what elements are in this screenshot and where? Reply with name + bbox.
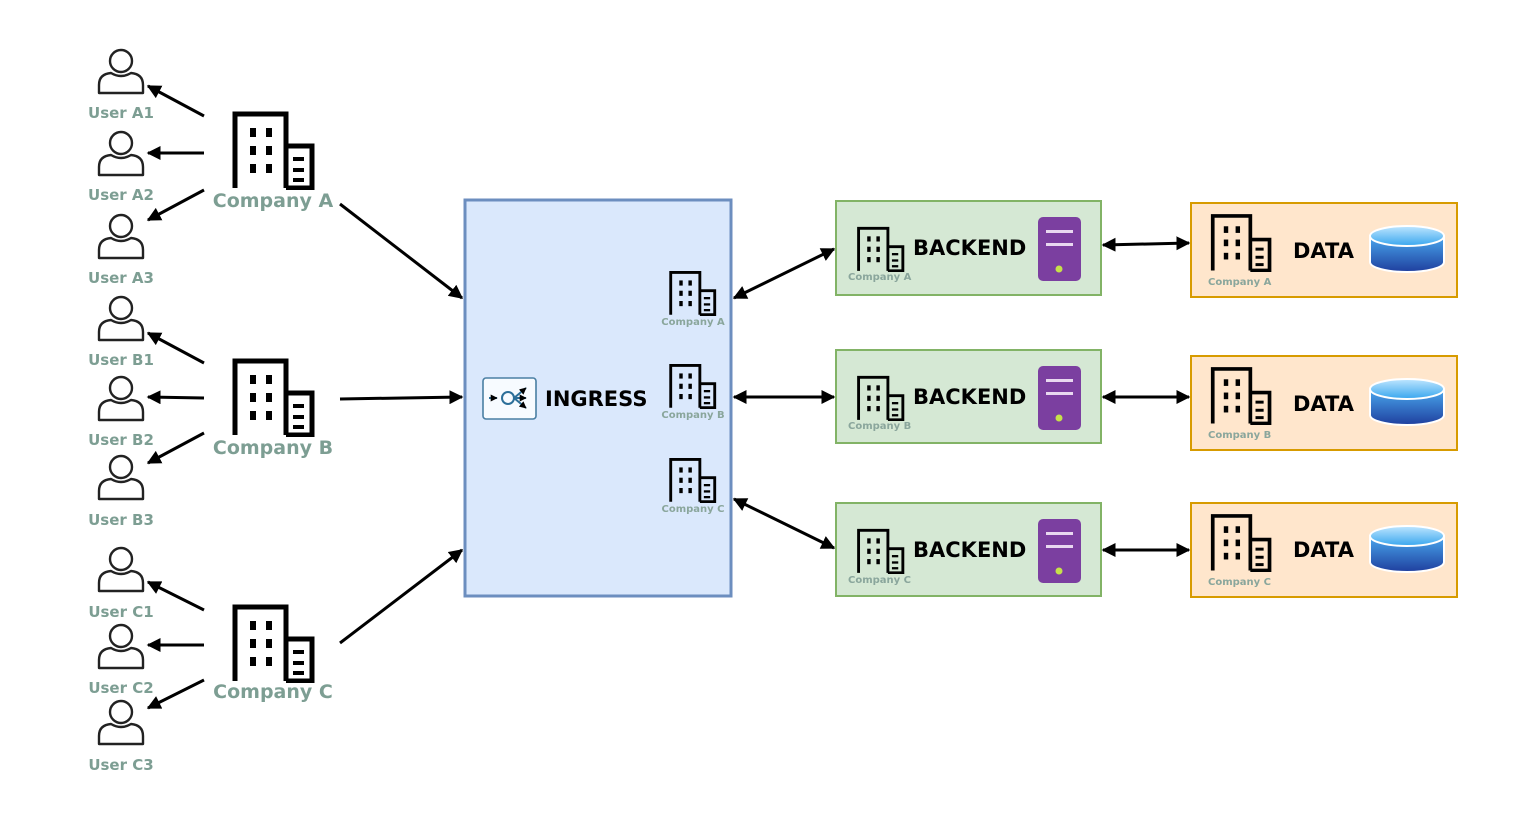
arrow bbox=[146, 390, 205, 405]
data-label: DATA bbox=[1293, 239, 1355, 263]
user-a1: User A1 bbox=[88, 48, 154, 122]
company-label: Company C bbox=[213, 681, 333, 703]
arrow bbox=[146, 580, 205, 612]
user-c3: User C3 bbox=[88, 699, 154, 774]
ingress-label: INGRESS bbox=[545, 387, 647, 411]
user-a3: User A3 bbox=[88, 213, 154, 287]
arrow bbox=[732, 247, 836, 300]
tenant-label: Company B bbox=[848, 421, 911, 432]
arrow bbox=[1101, 236, 1191, 252]
user-label: User A3 bbox=[88, 269, 154, 287]
arrow bbox=[339, 202, 464, 300]
arrow bbox=[339, 548, 464, 645]
user-label: User B1 bbox=[88, 351, 154, 369]
tenant-label: Company C bbox=[1208, 577, 1271, 588]
data-store-a: Company A DATA bbox=[1190, 202, 1458, 298]
server-icon bbox=[1038, 519, 1081, 583]
user-label: User C3 bbox=[88, 756, 153, 774]
user-icon bbox=[97, 48, 145, 95]
user-label: User C2 bbox=[88, 679, 153, 697]
tenant-label: Company C bbox=[848, 575, 911, 586]
user-icon bbox=[97, 699, 145, 746]
backend-c: Company C BACKEND bbox=[835, 502, 1102, 597]
user-label: User B3 bbox=[88, 511, 154, 529]
arrow bbox=[339, 390, 464, 405]
user-icon bbox=[97, 130, 145, 177]
user-a2: User A2 bbox=[88, 130, 154, 204]
user-icon bbox=[97, 623, 145, 670]
backend-data-arrows bbox=[1101, 236, 1191, 557]
user-c2: User C2 bbox=[88, 623, 154, 697]
ingress-backend-arrows bbox=[732, 247, 836, 550]
user-label: User C1 bbox=[88, 603, 153, 621]
company-c: Company C bbox=[213, 607, 333, 703]
data-store-c: Company C DATA bbox=[1190, 502, 1458, 598]
server-icon bbox=[1038, 366, 1081, 430]
tenant-label: Company C bbox=[662, 504, 725, 515]
user-label: User B2 bbox=[88, 431, 154, 449]
arrow bbox=[146, 431, 205, 465]
company-b: Company B bbox=[213, 361, 333, 459]
user-b3: User B3 bbox=[88, 454, 154, 529]
user-icon bbox=[97, 375, 145, 422]
company-a: Company A bbox=[213, 114, 334, 212]
user-b2: User B2 bbox=[88, 375, 154, 449]
server-icon bbox=[1038, 217, 1081, 281]
tenant-label: Company A bbox=[1208, 277, 1272, 288]
backend-a: Company A BACKEND bbox=[835, 200, 1102, 296]
arrow bbox=[146, 188, 205, 222]
tenant-label: Company B bbox=[661, 410, 724, 421]
user-icon bbox=[97, 213, 145, 260]
user-label: User A2 bbox=[88, 186, 154, 204]
user-c1: User C1 bbox=[88, 546, 154, 621]
tenant-label: Company A bbox=[661, 317, 725, 328]
tenant-label: Company A bbox=[848, 272, 912, 283]
arrow bbox=[146, 331, 205, 365]
backend-label: BACKEND bbox=[913, 538, 1026, 562]
user-icon bbox=[97, 295, 145, 342]
company-to-ingress-arrows bbox=[339, 202, 464, 645]
building-icon bbox=[235, 361, 312, 435]
data-label: DATA bbox=[1293, 538, 1355, 562]
tenant-label: Company B bbox=[1208, 430, 1271, 441]
database-icon bbox=[1369, 378, 1445, 426]
ingress: INGRESS Company A Company B Company C bbox=[463, 198, 733, 598]
user-label: User A1 bbox=[88, 104, 154, 122]
arrow bbox=[146, 678, 205, 710]
company-label: Company A bbox=[213, 190, 334, 212]
user-b1: User B1 bbox=[88, 295, 154, 369]
building-icon bbox=[235, 607, 312, 681]
arrow bbox=[146, 84, 205, 118]
database-icon bbox=[1369, 525, 1445, 573]
backend-label: BACKEND bbox=[913, 236, 1026, 260]
ingress-icon bbox=[482, 377, 537, 420]
arrow bbox=[732, 497, 836, 550]
building-icon bbox=[235, 114, 312, 188]
data-label: DATA bbox=[1293, 392, 1355, 416]
backend-b: Company B BACKEND bbox=[835, 349, 1102, 444]
company-label: Company B bbox=[213, 437, 333, 459]
company-to-user-arrows bbox=[146, 84, 205, 710]
user-icon bbox=[97, 546, 145, 593]
database-icon bbox=[1369, 225, 1445, 273]
backend-label: BACKEND bbox=[913, 385, 1026, 409]
user-icon bbox=[97, 454, 145, 501]
data-store-b: Company B DATA bbox=[1190, 355, 1458, 451]
